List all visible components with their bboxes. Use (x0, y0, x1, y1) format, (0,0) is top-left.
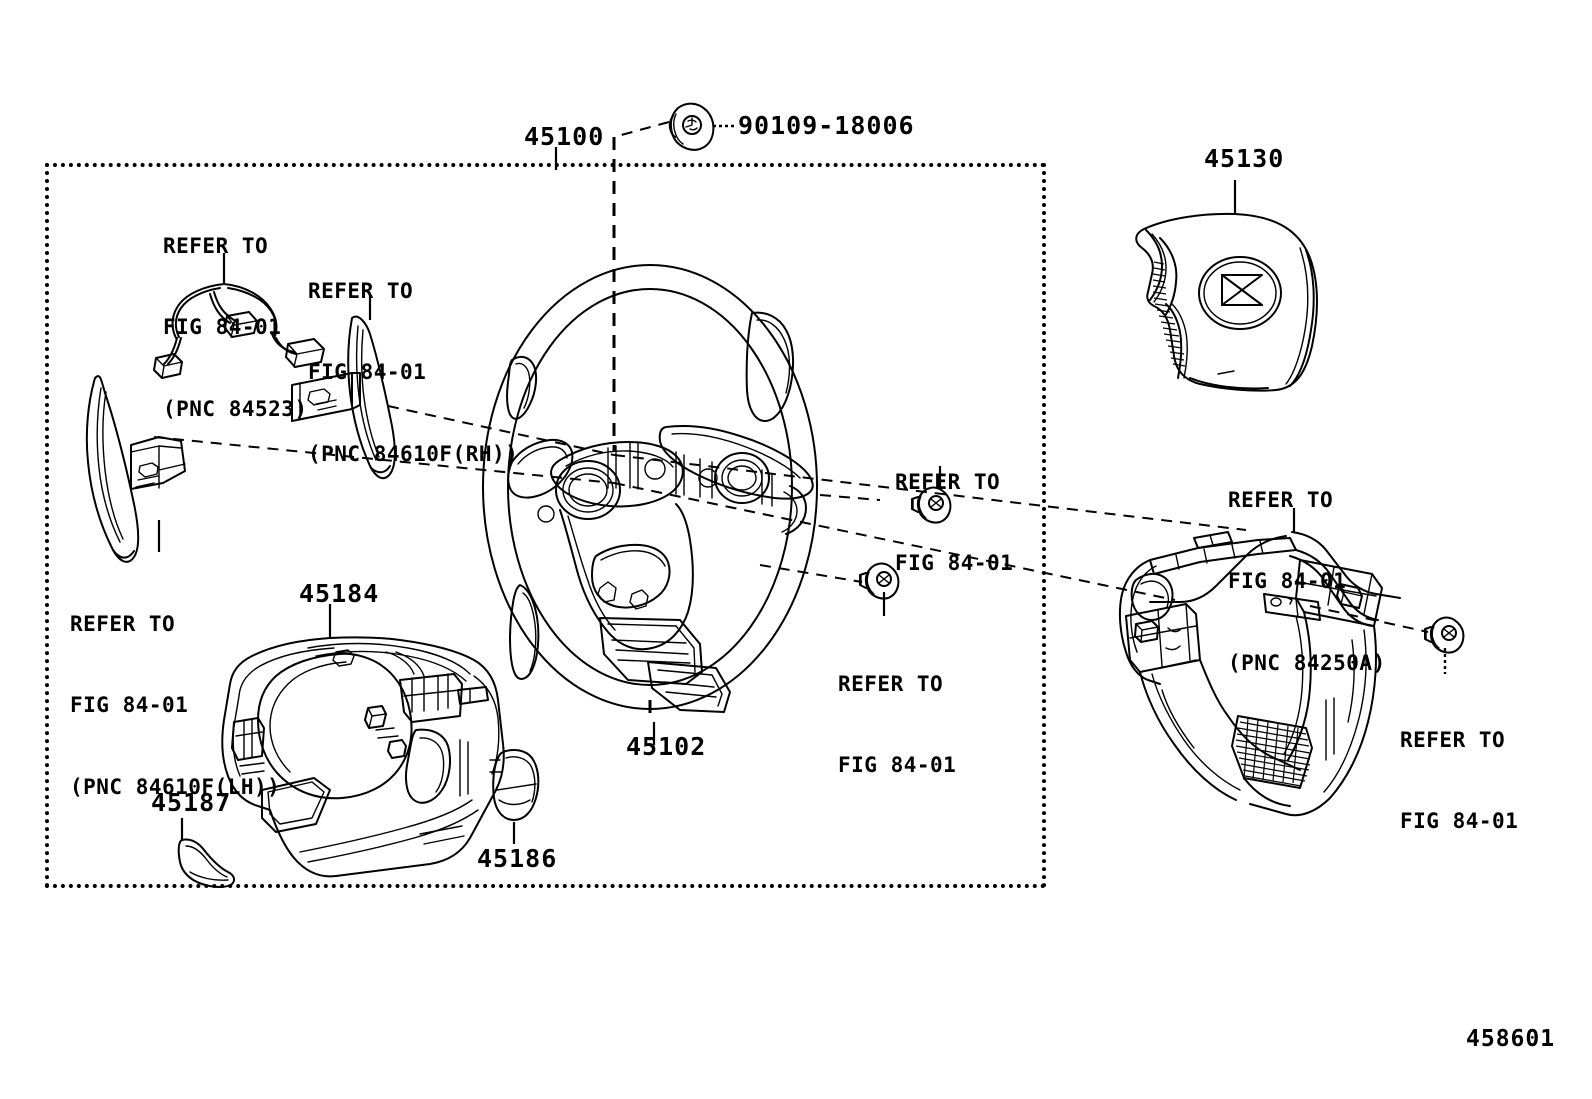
refer-line-3: (PNC 84523) (163, 397, 308, 422)
refer-line-2: FIG 84-01 (70, 693, 189, 718)
refer-line-2: FIG 84-01 (895, 551, 1014, 576)
refer-line-2: FIG 84-01 (1228, 569, 1347, 594)
label-45187: 45187 (151, 788, 232, 817)
refer-line-1: REFER TO (838, 671, 944, 696)
airbag-pad-45130 (1135, 180, 1318, 392)
leader-screw-to-axis (613, 121, 670, 138)
refer-line-3: (PNC 84250A) (1228, 651, 1386, 676)
refer-note-spiral-cable: REFER TO FIG 84-01 (PNC 84523) (163, 178, 308, 478)
refer-note-lower-screw: REFER TO FIG 84-01 (838, 616, 956, 834)
refer-line-2: FIG 84-01 (163, 315, 282, 340)
refer-note-paddle-rh: REFER TO FIG 84-01 (PNC 84610F(RH)) (308, 223, 518, 523)
refer-line-3: (PNC 84610F(RH)) (308, 442, 519, 467)
refer-line-2: FIG 84-01 (838, 753, 957, 778)
refer-line-1: REFER TO (163, 233, 269, 258)
refer-note-switch-assy: REFER TO FIG 84-01 (PNC 84250A) (1228, 432, 1386, 732)
refer-line-1: REFER TO (308, 278, 414, 303)
refer-line-2: FIG 84-01 (1400, 809, 1519, 834)
figure-number: 458601 (1466, 1026, 1556, 1052)
label-45100: 45100 (524, 122, 605, 151)
label-45186: 45186 (477, 844, 558, 873)
screw-90109-top (668, 102, 715, 151)
refer-line-2: FIG 84-01 (308, 360, 427, 385)
refer-line-1: REFER TO (70, 611, 176, 636)
refer-line-1: REFER TO (1400, 727, 1506, 752)
refer-note-right-screw: REFER TO FIG 84-01 (1400, 672, 1518, 890)
refer-line-1: REFER TO (895, 469, 1001, 494)
label-45102: 45102 (626, 732, 707, 761)
label-90109-18006: 90109-18006 (738, 111, 915, 140)
refer-note-upper-screw: REFER TO FIG 84-01 (895, 414, 1013, 632)
refer-note-paddle-lh: REFER TO FIG 84-01 (PNC 84610F(LH)) (70, 556, 280, 856)
refer-line-3: (PNC 84610F(LH)) (70, 775, 281, 800)
label-45184: 45184 (299, 579, 380, 608)
label-45130: 45130 (1204, 144, 1285, 173)
refer-line-1: REFER TO (1228, 487, 1334, 512)
